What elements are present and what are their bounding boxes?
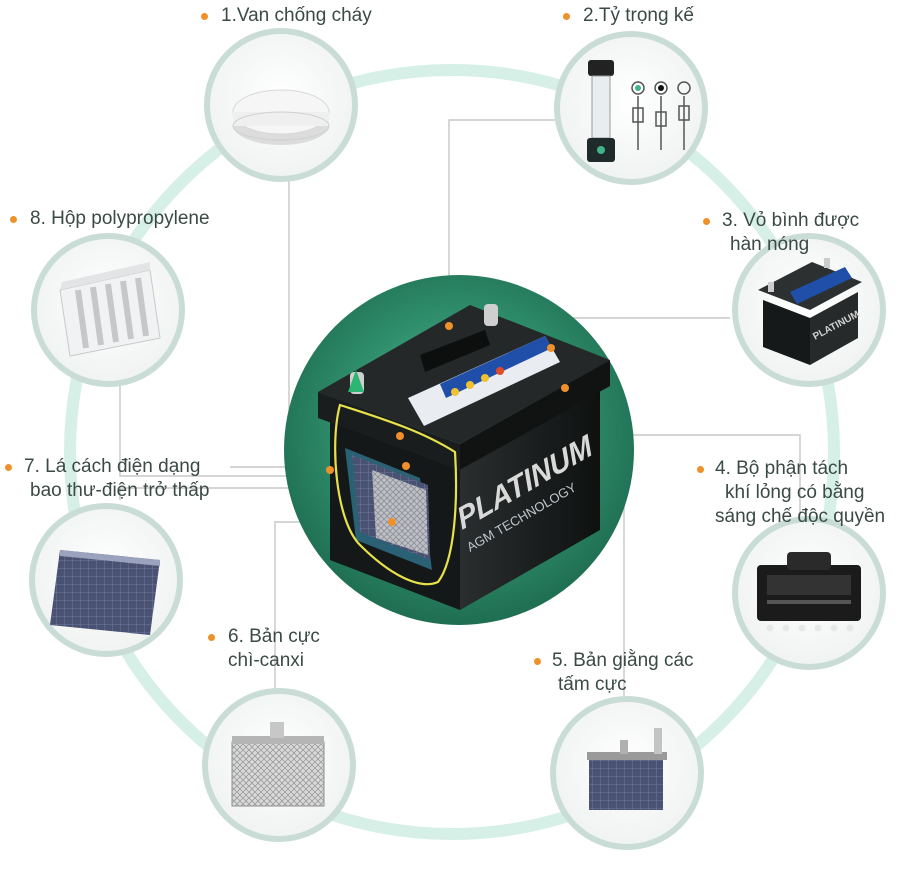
- thumb-ban-cuc: [202, 688, 356, 842]
- gas-separator-icon: [757, 552, 861, 632]
- thumb-ban-giang: [550, 696, 704, 850]
- label-line: chì-canxi: [228, 650, 305, 671]
- thumb-hop-polypropylene: [31, 233, 185, 387]
- label-line: khí lỏng có bằng: [725, 482, 865, 503]
- thumb-van-chong-chay: [204, 28, 358, 182]
- callout-markers: [326, 322, 569, 526]
- label-line: 3. Vỏ bình được: [722, 210, 860, 231]
- central-battery: PLATINUM AGM TECHNOLOGY: [318, 304, 610, 610]
- label-vo-binh: 3. Vỏ bình được hàn nóng: [722, 209, 859, 257]
- label-line: 1.Van chống cháy: [221, 5, 372, 26]
- label-line: 7. Lá cách điện dạng: [24, 456, 201, 477]
- bullet-4: [697, 466, 704, 473]
- label-line: sáng chế độc quyền: [715, 506, 886, 527]
- plate-strap-icon: [587, 728, 667, 810]
- thumb-bo-phan-tach: [732, 516, 886, 670]
- label-line: 8. Hộp polypropylene: [30, 208, 210, 229]
- label-ban-giang: 5. Bản giằng các tấm cực: [552, 649, 694, 697]
- label-line: 2.Tỷ trọng kế: [583, 5, 694, 26]
- bullet-8: [10, 216, 17, 223]
- label-line: 6. Bản cực: [228, 626, 320, 647]
- label-ban-cuc: 6. Bản cực chì-canxi: [228, 625, 320, 673]
- polypropylene-box-icon: [59, 262, 161, 357]
- envelope-separator-icon: [50, 550, 160, 635]
- battery-case-icon: PLATINUM: [758, 258, 862, 365]
- bullet-3: [703, 218, 710, 225]
- bullet-5: [534, 658, 541, 665]
- lead-calcium-grid-icon: [231, 722, 325, 807]
- thumb-ty-trong-ke: [554, 31, 708, 185]
- label-line: hàn nóng: [730, 234, 810, 255]
- hydrometer-icon: [587, 60, 691, 162]
- label-van-chong-chay: 1.Van chống cháy: [221, 4, 372, 28]
- label-bo-phan-tach: 4. Bộ phận tách khí lỏng có bằng sáng ch…: [715, 457, 885, 529]
- bullet-7: [5, 464, 12, 471]
- thumb-vo-binh: PLATINUM: [732, 233, 886, 387]
- label-line: 5. Bản giằng các: [552, 650, 694, 671]
- label-la-cach-dien: 7. Lá cách điện dạng bao thư-điện trở th…: [24, 455, 209, 503]
- label-ty-trong-ke: 2.Tỷ trọng kế: [583, 4, 694, 28]
- bullet-6: [208, 634, 215, 641]
- bullet-1: [201, 13, 208, 20]
- label-line: bao thư-điện trở thấp: [30, 480, 210, 501]
- white-round-valve-icon: [232, 89, 330, 145]
- thumb-la-cach-dien: [29, 503, 183, 657]
- bullet-2: [563, 13, 570, 20]
- label-line: tấm cực: [558, 674, 627, 695]
- label-line: 4. Bộ phận tách: [715, 458, 849, 479]
- label-hop-polypropylene: 8. Hộp polypropylene: [30, 207, 210, 231]
- outer-ring: [64, 64, 840, 840]
